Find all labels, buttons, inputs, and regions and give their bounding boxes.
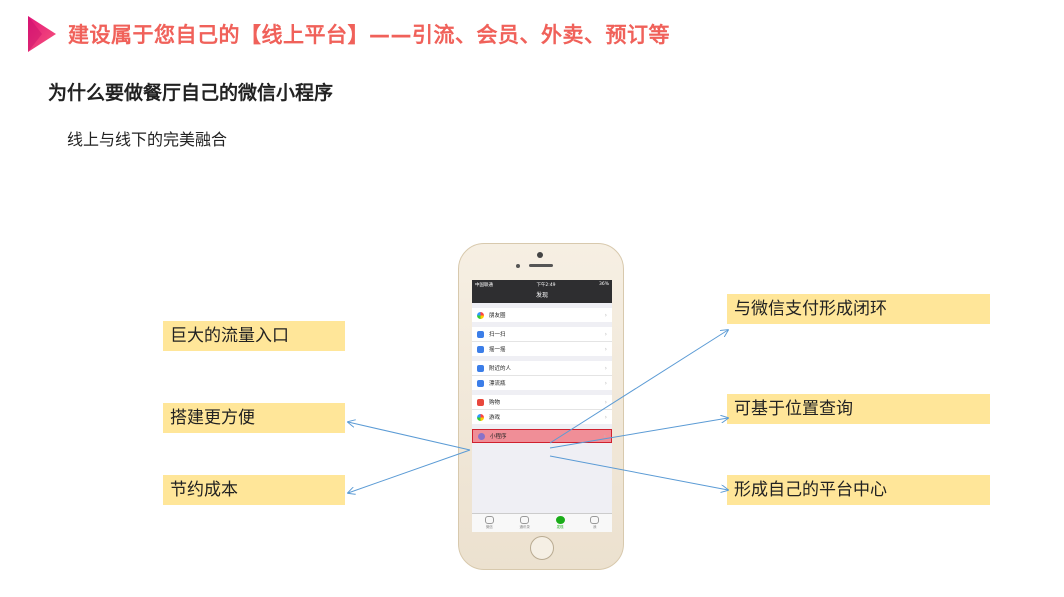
chevron-right-icon: › (604, 330, 607, 338)
arrow-to-save-cost (348, 449, 471, 493)
label-own-platform: 形成自己的平台中心 (727, 475, 990, 505)
chevron-right-icon: › (604, 364, 607, 372)
row-miniprogram[interactable]: 小程序 › (472, 429, 612, 443)
label-save-cost: 节约成本 (163, 475, 345, 505)
title-arrow-icon (28, 16, 56, 52)
section-heading: 为什么要做餐厅自己的微信小程序 (48, 82, 334, 104)
row-nearby[interactable]: 附近的人 › (472, 361, 612, 376)
phone-screen: 中国联通 下午2:49 36% 发现 朋友圈 › 扫一扫 › 摇一摇 › (472, 280, 612, 532)
phone-sensor (516, 264, 520, 268)
tab-discover[interactable]: 发现 (555, 516, 565, 530)
tab-label: 微信 (485, 525, 493, 529)
chevron-right-icon: › (604, 345, 607, 353)
status-battery: 36% (598, 282, 609, 287)
games-icon (477, 413, 484, 421)
bottle-icon (477, 379, 484, 387)
chevron-right-icon: › (603, 432, 606, 440)
row-games[interactable]: 游戏 › (472, 410, 612, 424)
arrow-to-easy-build (348, 422, 471, 451)
chat-icon (484, 516, 494, 524)
label-location-query: 可基于位置查询 (727, 394, 990, 424)
group-scan: 扫一扫 › 摇一摇 › (472, 327, 612, 356)
shake-icon (477, 345, 484, 353)
title-bar: 建设属于您自己的【线上平台】——引流、会员、外卖、预订等 (22, 14, 670, 54)
group-nearby: 附近的人 › 漂流瓶 › (472, 361, 612, 390)
row-label: 附近的人 (489, 366, 512, 372)
row-label: 小程序 (490, 434, 507, 440)
chevron-right-icon: › (604, 379, 607, 387)
tab-label: 我 (592, 525, 597, 529)
nav-title: 发现 (472, 289, 612, 303)
group-miniprogram: 小程序 › (472, 429, 612, 443)
scan-icon (477, 330, 484, 338)
arrow-to-wechat-pay-loop (549, 330, 728, 444)
row-label: 游戏 (489, 415, 501, 421)
discover-icon (555, 516, 565, 524)
phone-speaker (529, 264, 553, 267)
group-shopping: 购物 › 游戏 › (472, 395, 612, 424)
status-time: 下午2:49 (536, 282, 556, 288)
label-traffic-entry: 巨大的流量入口 (163, 321, 345, 351)
tab-label: 通讯录 (519, 525, 530, 529)
tab-contacts[interactable]: 通讯录 (519, 516, 530, 530)
phone-camera (537, 252, 543, 258)
tab-chats[interactable]: 微信 (484, 516, 494, 530)
section-subtext: 线上与线下的完美融合 (67, 130, 228, 149)
phone-mockup: 中国联通 下午2:49 36% 发现 朋友圈 › 扫一扫 › 摇一摇 › (458, 243, 624, 570)
miniprogram-icon (478, 432, 485, 440)
profile-icon (590, 516, 600, 524)
row-scan[interactable]: 扫一扫 › (472, 327, 612, 342)
label-easy-build: 搭建更方便 (163, 403, 345, 433)
shopping-icon (477, 398, 484, 406)
group-moments: 朋友圈 › (472, 308, 612, 322)
chevron-right-icon: › (604, 398, 607, 406)
page-title: 建设属于您自己的【线上平台】——引流、会员、外卖、预订等 (68, 23, 670, 47)
row-label: 漂流瓶 (489, 381, 506, 387)
row-label: 扫一扫 (489, 332, 506, 338)
row-shopping[interactable]: 购物 › (472, 395, 612, 410)
label-wechat-pay-loop: 与微信支付形成闭环 (727, 294, 990, 324)
row-label: 摇一摇 (489, 347, 506, 353)
row-moments[interactable]: 朋友圈 › (472, 308, 612, 322)
status-bar: 中国联通 下午2:49 36% (472, 280, 612, 289)
tab-bar: 微信 通讯录 发现 我 (472, 513, 612, 532)
arrow-to-own-platform (549, 455, 728, 490)
home-button[interactable] (530, 536, 554, 560)
moments-icon (477, 311, 484, 319)
chevron-right-icon: › (604, 311, 607, 319)
tab-label: 发现 (556, 525, 564, 529)
row-label: 朋友圈 (489, 313, 506, 319)
contacts-icon (520, 516, 530, 524)
status-carrier: 中国联通 (475, 282, 493, 288)
row-bottle[interactable]: 漂流瓶 › (472, 376, 612, 390)
nearby-icon (477, 364, 484, 372)
tab-me[interactable]: 我 (590, 516, 600, 530)
row-label: 购物 (489, 400, 501, 406)
arrow-to-location-query (549, 418, 728, 449)
row-shake[interactable]: 摇一摇 › (472, 342, 612, 356)
chevron-right-icon: › (604, 413, 607, 421)
